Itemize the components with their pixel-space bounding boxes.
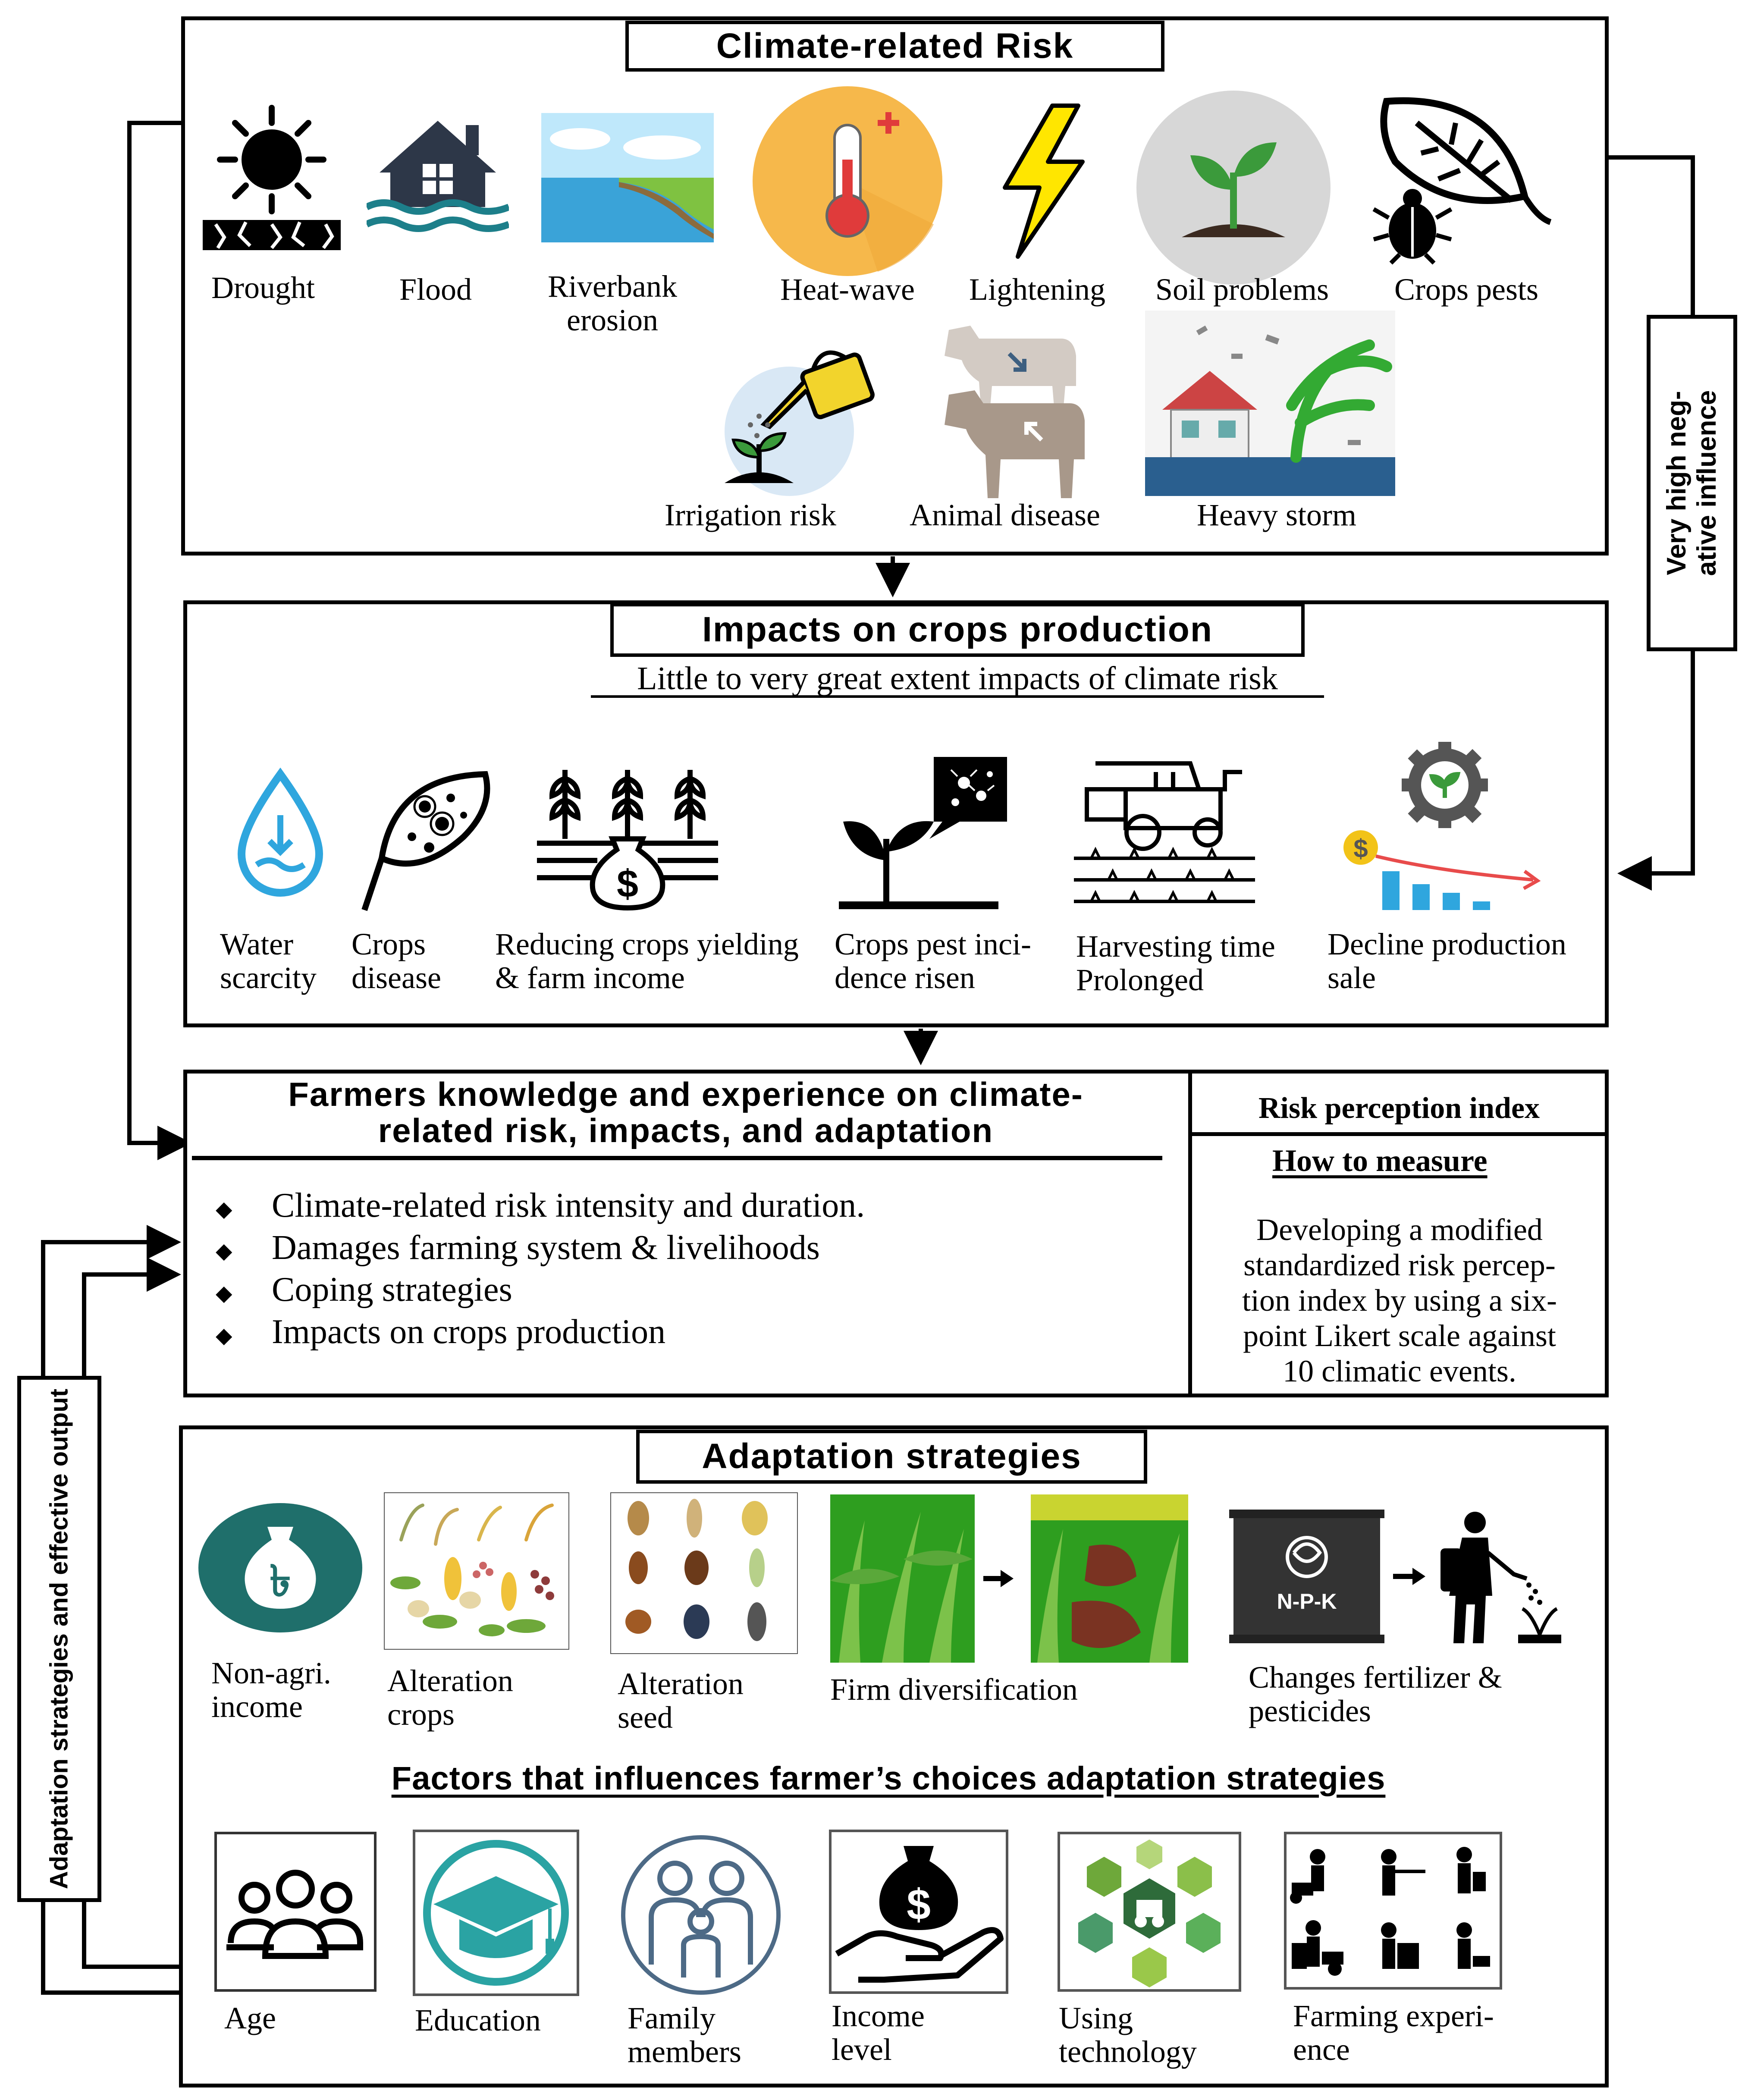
plant-pest-icon (839, 757, 1007, 909)
factors-title: Factors that influences farmer’s choices… (391, 1760, 1386, 1797)
impacts-box (183, 600, 1609, 1027)
risk-label-drought: Drought (211, 270, 315, 305)
adaptation-title: Adaptation strategies (636, 1430, 1147, 1484)
adapt-label-nonagri: Non-agri.income (211, 1656, 331, 1724)
svg-text:৳: ৳ (270, 1556, 291, 1606)
risk-label-flood: Flood (399, 272, 472, 307)
risk-label-storm: Heavy storm (1197, 498, 1356, 532)
impacts-title: Impacts on crops production (610, 603, 1305, 657)
list-item: ◆Impacts on crops production (216, 1312, 666, 1351)
factor-label-education: Education (415, 2003, 541, 2037)
riverbank-icon (541, 113, 714, 242)
knowledge-title-underline (192, 1156, 1162, 1160)
arrow-left-feedback (127, 121, 192, 1160)
climate-risk-title: Climate-related Risk (625, 21, 1164, 72)
risk-index-subtitle: How to measure (1272, 1143, 1488, 1178)
technology-hex-icon (1058, 1832, 1241, 1992)
harvester-icon (1074, 761, 1255, 903)
decline-chart-icon: $ (1343, 742, 1541, 910)
adapt-label-firm: Firm diversification (830, 1672, 1078, 1707)
list-item: ◆Coping strategies (216, 1271, 512, 1309)
list-item: ◆Damages farming system & livelihoods (216, 1228, 820, 1267)
bag-text: N-P-K (1277, 1589, 1337, 1613)
risk-label-animal: Animal disease (910, 498, 1100, 532)
family-icon (621, 1835, 781, 1995)
flooded-house-icon (367, 121, 509, 232)
risk-label-irrigation: Irrigation risk (665, 498, 836, 532)
knowledge-box (183, 1070, 1609, 1397)
risk-label-heatwave: Heat-wave (780, 272, 915, 307)
thermometer-icon (753, 86, 942, 276)
knowledge-divider (1188, 1070, 1192, 1397)
impact-label-pest: Crops pest inci-dence risen (835, 927, 1031, 995)
left-adaptation-box (17, 1376, 101, 1902)
adapt-label-fertilizer: Changes fertilizer &pesticides (1249, 1660, 1502, 1728)
diseased-leaf-icon (361, 771, 490, 911)
svg-text:$: $ (907, 1880, 931, 1929)
side-influence-label: Very high neg- ative influence (1662, 390, 1722, 576)
sun-drought-icon (203, 105, 341, 250)
money-bag-icon: ৳ (198, 1503, 362, 1632)
farmers-icon (1284, 1832, 1502, 1990)
impact-label-yield: Reducing crops yielding& farm income (495, 927, 799, 995)
risk-index-title: Risk perception index (1258, 1092, 1540, 1125)
knowledge-bullet-list: ◆Climate-related risk intensity and dura… (216, 1186, 1208, 1355)
cows-icon (945, 326, 1085, 498)
water-drop-icon (237, 768, 323, 897)
leaf-bug-icon (1372, 97, 1552, 265)
people-icon (214, 1832, 377, 1992)
graduation-cap-icon (413, 1830, 579, 1996)
seeds-icon (610, 1492, 798, 1654)
svg-text:$: $ (1353, 834, 1368, 863)
risk-index-divider (1192, 1132, 1609, 1136)
knowledge-title: Farmers knowledge and experience on clim… (288, 1075, 1083, 1149)
side-influence-box (1647, 315, 1737, 651)
field-diversification-icon (830, 1494, 1188, 1663)
factor-label-age: Age (224, 2001, 276, 2035)
svg-text:$: $ (617, 863, 638, 906)
lightning-icon (1003, 104, 1085, 259)
hand-money-icon: $ (829, 1830, 1008, 1994)
list-item: ◆Climate-related risk intensity and dura… (216, 1187, 865, 1224)
risk-label-lightening: Lightening (969, 272, 1105, 307)
risk-label-riverbank: Riverbank erosion (548, 269, 677, 337)
wheat-money-icon: $ (537, 770, 718, 911)
impacts-subtitle: Little to very great extent impacts of c… (591, 662, 1324, 698)
fertilizer-bag-icon: N-P-K (1229, 1510, 1561, 1643)
storm-house-icon (1145, 311, 1395, 496)
factor-label-experience: Farming experi-ence (1293, 1999, 1494, 2067)
left-adaptation-label: Adaptation strategies and effective outp… (45, 1388, 73, 1890)
risk-index-description: Developing a modified standardized risk … (1242, 1212, 1557, 1388)
watering-can-icon (725, 350, 875, 496)
crops-collage-icon (384, 1492, 569, 1650)
risk-label-pests: Crops pests (1394, 272, 1539, 307)
risk-label-soil: Soil problems (1155, 272, 1329, 307)
sprout-soil-icon (1136, 91, 1331, 285)
